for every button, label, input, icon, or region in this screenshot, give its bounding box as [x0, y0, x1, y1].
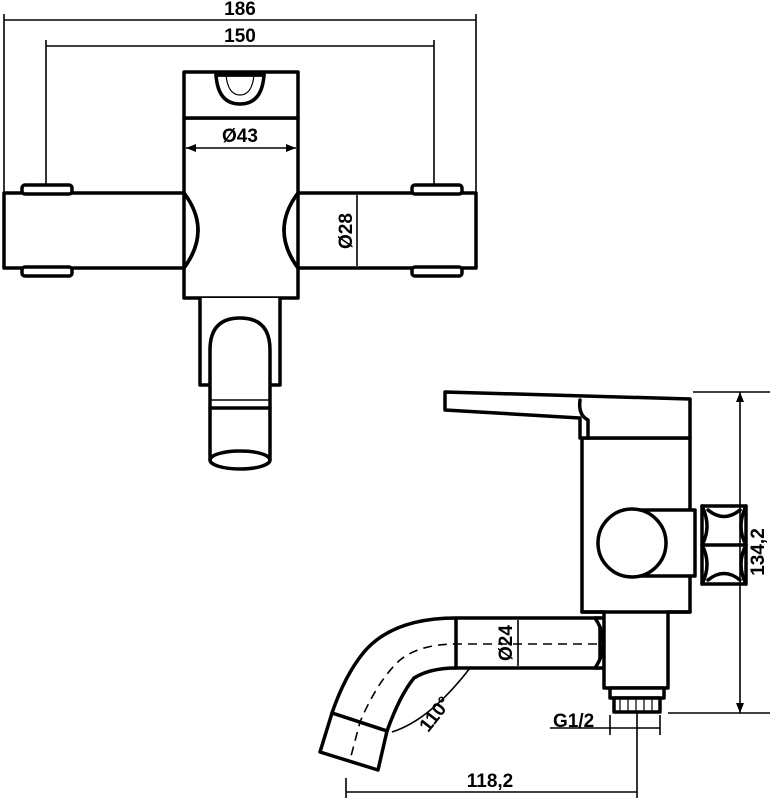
bolt-spacing-label: 150: [224, 26, 256, 47]
top-dimension-lines: [3, 14, 477, 266]
thread-label: G1/2: [553, 711, 594, 732]
body-diameter-label: Ø28: [336, 213, 357, 249]
side-handle: [443, 390, 692, 440]
spout-angle-label: 110°: [416, 693, 456, 736]
side-view: 134,2 Ø24 110° G1/2 118,2: [318, 390, 770, 798]
top-view: 186 150 Ø43 Ø28: [2, 0, 478, 471]
spout-top: [198, 298, 282, 471]
handle-cap: [182, 70, 300, 120]
bolt-heads: [20, 183, 464, 278]
handle-diameter-label: Ø43: [222, 126, 258, 147]
height-label: 134,2: [748, 528, 769, 576]
spout-diameter-label: Ø24: [496, 625, 517, 661]
diverter-knob: [596, 507, 697, 579]
thread-connection: [608, 686, 666, 714]
hex-nut: [700, 504, 748, 586]
overall-width-label: 186: [224, 0, 256, 20]
side-dimension-lines: [345, 391, 770, 798]
spout-arm: [318, 616, 612, 772]
spout-projection-label: 118,2: [467, 771, 514, 792]
central-body: [182, 116, 300, 300]
